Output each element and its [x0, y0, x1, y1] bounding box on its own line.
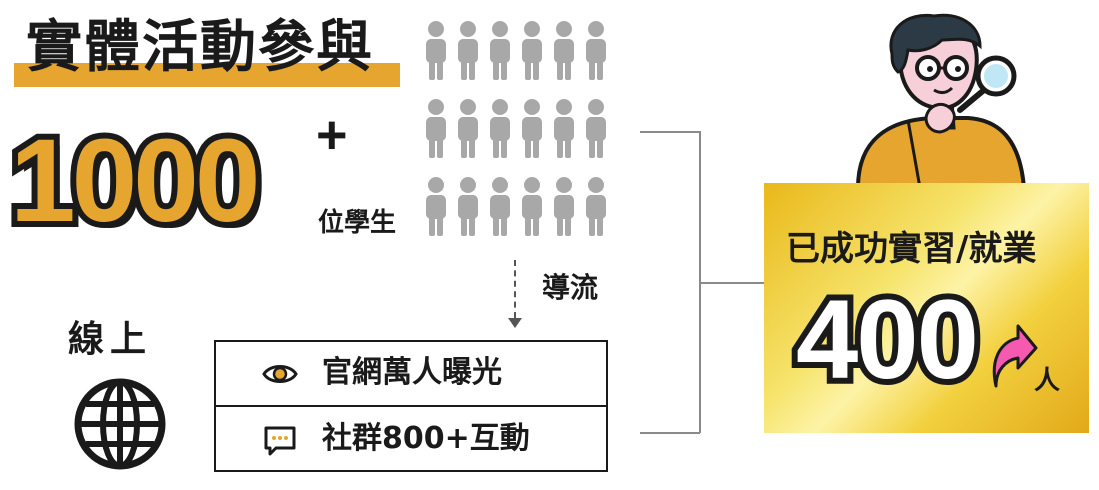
stats-box-divider	[214, 405, 608, 407]
social-stat-text: 社群800+互動	[322, 421, 530, 456]
result-unit-label: 人	[1034, 366, 1061, 396]
flow-arrow-head-icon	[508, 318, 522, 328]
globe-icon	[74, 378, 166, 470]
chat-bubble-icon	[264, 426, 296, 456]
result-title: 已成功實習/就業	[786, 229, 1037, 269]
connector-line-result	[700, 282, 764, 284]
connector-line-bottom	[640, 432, 700, 434]
offline-title: 實體活動參與	[26, 15, 374, 80]
people-grid-icon	[426, 21, 606, 236]
flow-label: 導流	[542, 271, 599, 304]
student-count: 1000	[4, 115, 266, 247]
online-label: 線上	[68, 319, 153, 360]
flow-arrow-line	[514, 260, 516, 318]
eye-icon	[262, 365, 298, 383]
result-card	[764, 183, 1089, 433]
exposure-stat-text: 官網萬人曝光	[322, 355, 502, 390]
count-plus-sign: +	[316, 105, 348, 165]
up-arrow-icon	[992, 324, 1038, 388]
connector-line-top	[640, 131, 700, 133]
student-unit-label: 位學生	[318, 208, 397, 238]
title-highlight-bar	[14, 63, 400, 87]
result-count: 400	[790, 277, 985, 402]
character-magnifier-icon	[855, 13, 1027, 188]
